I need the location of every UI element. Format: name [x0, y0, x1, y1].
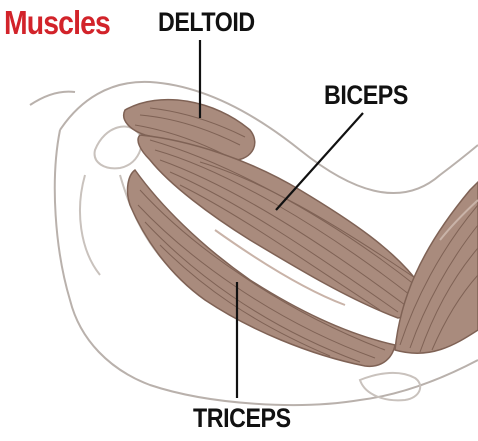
biceps-label: BICEPS	[324, 82, 408, 109]
triceps-label: TRICEPS	[193, 405, 291, 432]
biceps-pointer	[276, 113, 363, 210]
deltoid-label: DELTOID	[158, 9, 255, 36]
forearm-muscle	[395, 182, 478, 353]
diagram-title: Muscles	[4, 6, 110, 39]
skin-outline	[30, 82, 478, 405]
